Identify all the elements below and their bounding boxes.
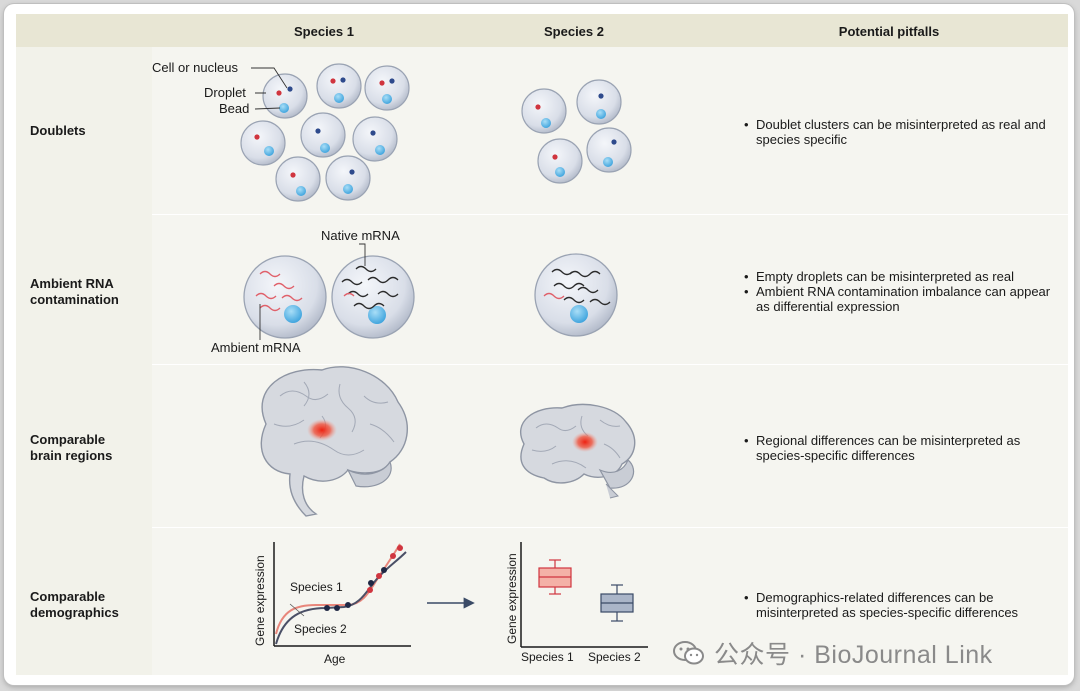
pitfall-item: Ambient RNA contamination imbalance can … xyxy=(744,284,1054,314)
species-1-curve xyxy=(275,543,401,635)
brain-species-1 xyxy=(260,366,408,517)
doublet-droplets-species-2 xyxy=(521,79,632,184)
watermark: 公众号 · BioJournal Link xyxy=(672,636,993,670)
species-2-points xyxy=(324,567,387,611)
ambient-droplet-cell xyxy=(331,255,415,339)
illustrations: Cell or nucleus Droplet Bead xyxy=(152,60,648,666)
header-band xyxy=(16,14,1068,47)
pitfalls-doublets: Doublet clusters can be misinterpreted a… xyxy=(744,117,1054,147)
demographics-box-plot: Gene expression Species 1 Species 2 xyxy=(505,542,648,664)
pitfalls-brain-regions: Regional differences can be misinterpret… xyxy=(744,433,1054,463)
row-label-column xyxy=(16,47,152,675)
row-title-doublets: Doublets xyxy=(30,123,86,138)
box-label-species-1: Species 1 xyxy=(521,650,574,664)
row-title-demographics: Comparable demographics xyxy=(30,589,119,620)
label-droplet: Droplet xyxy=(204,85,246,100)
brain-species-2 xyxy=(520,403,636,499)
pitfall-item: Regional differences can be misinterpret… xyxy=(744,433,1054,463)
column-header-species-2: Species 2 xyxy=(544,24,604,39)
label-cell-or-nucleus: Cell or nucleus xyxy=(152,60,238,75)
label-ambient-mrna: Ambient mRNA xyxy=(211,340,301,355)
curve-label-species-2: Species 2 xyxy=(294,622,347,636)
row-title-ambient-rna: Ambient RNA contamination xyxy=(30,276,119,307)
row-divider xyxy=(152,364,1068,365)
box-label-species-2: Species 2 xyxy=(588,650,641,664)
pitfall-item: Doublet clusters can be misinterpreted a… xyxy=(744,117,1054,147)
ambient-callouts xyxy=(259,243,366,340)
doublet-callouts xyxy=(251,67,288,110)
column-header-pitfalls: Potential pitfalls xyxy=(838,24,940,39)
label-bead: Bead xyxy=(219,101,249,116)
line-chart-y-label: Gene expression xyxy=(253,555,267,646)
row-divider xyxy=(152,214,1068,215)
figure-frame: Species 1 Species 2 Potential pitfalls D… xyxy=(4,4,1074,685)
row-title-brain-regions: Comparable brain regions xyxy=(30,432,113,463)
label-native-mrna: Native mRNA xyxy=(321,228,400,243)
line-chart-x-label: Age xyxy=(324,652,346,666)
pitfalls-ambient-rna: Empty droplets can be misinterpreted as … xyxy=(744,269,1054,314)
pitfall-item: Empty droplets can be misinterpreted as … xyxy=(744,269,1054,284)
row-divider xyxy=(152,527,1068,528)
demographics-line-chart: Gene expression Age Species 1 Species 2 xyxy=(253,542,411,666)
species-1-points xyxy=(367,545,403,593)
column-header-species-1: Species 1 xyxy=(294,24,354,39)
ambient-droplet-species-2 xyxy=(534,253,618,337)
curve-label-species-1: Species 1 xyxy=(290,580,343,594)
wechat-icon xyxy=(673,641,704,665)
doublet-droplets-species-1 xyxy=(240,63,410,202)
box-chart-y-label: Gene expression xyxy=(505,553,519,644)
watermark-text: 公众号 · BioJournal Link xyxy=(714,641,993,669)
pitfall-item: Demographics-related differences can be … xyxy=(744,590,1054,620)
box-species-1 xyxy=(538,559,572,595)
pitfalls-demographics: Demographics-related differences can be … xyxy=(744,590,1054,620)
box-species-2 xyxy=(600,584,634,622)
species-2-curve xyxy=(275,551,407,645)
ambient-droplet-empty xyxy=(243,255,327,339)
